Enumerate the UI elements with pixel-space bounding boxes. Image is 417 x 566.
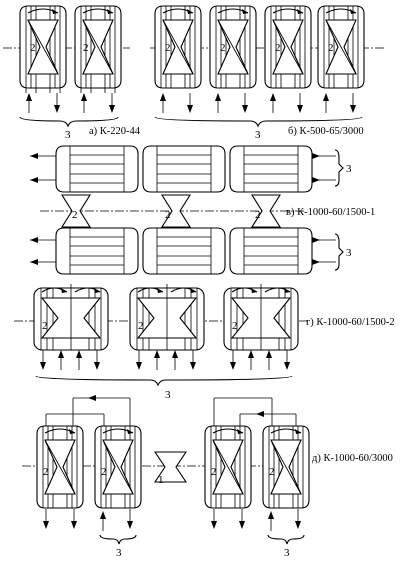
svg-text:3: 3 [346, 247, 352, 259]
part-number-2: 2 [83, 42, 89, 54]
turbine-icon [153, 451, 188, 483]
variant-b-layout: 2 2 2 2 3 [150, 5, 384, 141]
svg-text:1: 1 [158, 474, 164, 486]
svg-text:2: 2 [275, 42, 281, 54]
caption-variant-a: а) К-220-44 [89, 126, 141, 137]
variant-e-layout: 1 2 2 2 2 3 3 [22, 395, 310, 559]
svg-text:2: 2 [165, 209, 171, 221]
condenser-icon [74, 5, 122, 89]
part-number-3: 3 [65, 129, 71, 141]
svg-text:3: 3 [165, 389, 171, 401]
caption-variant-e: д) К-1000-60/3000 [312, 453, 393, 464]
svg-text:2: 2 [165, 42, 171, 54]
svg-text:3: 3 [284, 547, 290, 559]
condenser-icon [19, 5, 67, 89]
svg-text:2: 2 [42, 320, 48, 332]
svg-text:2: 2 [72, 209, 78, 221]
variant-a-layout: 2 2 3 [3, 5, 130, 141]
svg-text:2: 2 [232, 320, 238, 332]
part-number-2: 2 [30, 42, 36, 54]
svg-text:3: 3 [346, 163, 352, 175]
svg-text:2: 2 [43, 466, 49, 478]
svg-text:2: 2 [269, 466, 275, 478]
caption-variant-c: в) К-1000-60/1500-1 [286, 207, 375, 218]
caption-variant-b: б) К-500-65/3000 [288, 126, 364, 137]
svg-text:2: 2 [220, 42, 226, 54]
svg-text:2: 2 [211, 466, 217, 478]
svg-text:2: 2 [138, 320, 144, 332]
caption-variant-d: г) К-1000-60/1500-2 [306, 317, 395, 328]
svg-text:2: 2 [255, 209, 261, 221]
variant-c-layout: 3 2 2 2 3 [30, 145, 352, 275]
svg-text:2: 2 [328, 42, 334, 54]
svg-text:3: 3 [255, 129, 261, 141]
variant-d-layout: 2 2 2 3 [14, 283, 310, 401]
svg-text:2: 2 [101, 466, 107, 478]
svg-text:3: 3 [116, 547, 122, 559]
